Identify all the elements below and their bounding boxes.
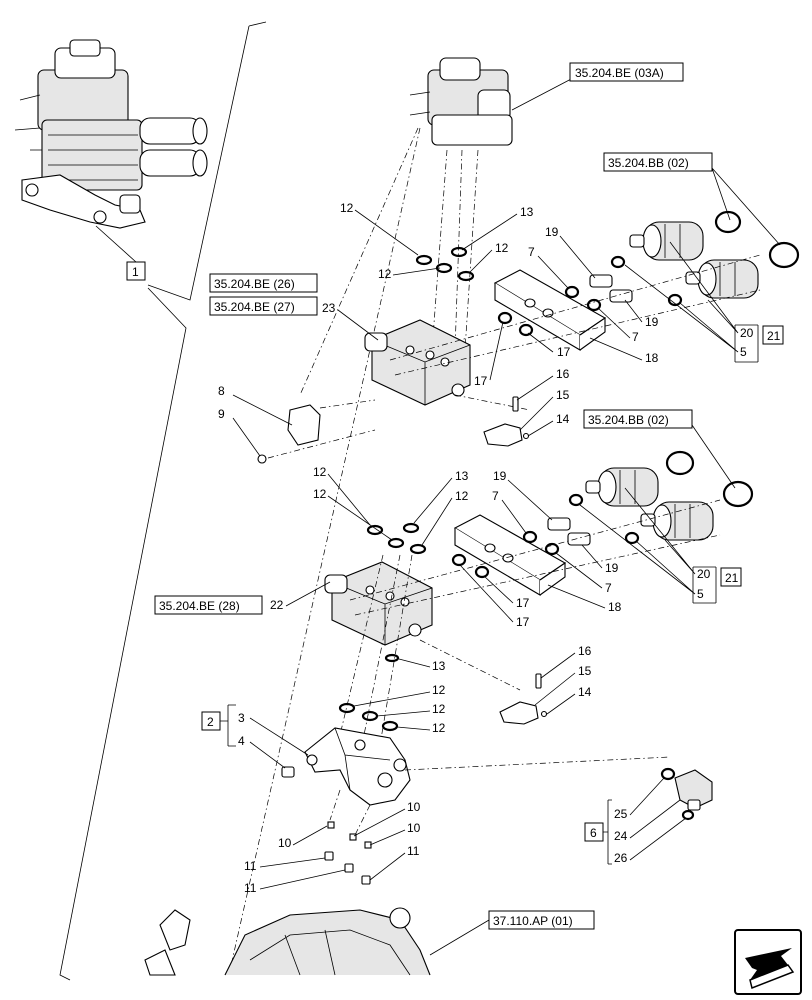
callout-12c: 12 [495, 241, 509, 255]
ref-be27[interactable] [209, 296, 318, 316]
ref-be28[interactable] [154, 595, 263, 615]
callout-19c: 19 [493, 469, 507, 483]
ref-bb02-lower[interactable] [583, 409, 693, 429]
overview-valve-assembly [14, 39, 208, 229]
callout-13a: 13 [520, 205, 534, 219]
solenoid-coil-lower-1 [585, 467, 659, 507]
callout-26: 26 [614, 851, 628, 865]
callout-25: 25 [614, 807, 628, 821]
callout-8: 8 [218, 384, 225, 398]
callout-13b: 13 [455, 469, 469, 483]
callout-12a: 12 [340, 201, 354, 215]
ref-03a-label[interactable]: 35.204.BE (03A) [575, 66, 664, 80]
callout-12b: 12 [378, 267, 392, 281]
solenoid-coil-upper-1 [629, 221, 704, 261]
callout-17c: 17 [516, 596, 530, 610]
ref-03a[interactable] [569, 62, 684, 82]
elbow-fitting [674, 769, 713, 811]
callout-11c: 11 [407, 844, 420, 858]
boxed-number-6-label: 6 [590, 826, 597, 840]
boxed-number-1-label: 1 [132, 265, 139, 279]
ref-ap01-label[interactable]: 37.110.AP (01) [493, 914, 573, 928]
callout-17b: 17 [474, 374, 488, 388]
ref-be26[interactable] [209, 273, 318, 293]
boxed-number-2-label: 2 [207, 715, 214, 729]
solenoid-coil-upper-2 [685, 259, 759, 299]
ref-bb02-upper-label[interactable]: 35.204.BB (02) [608, 156, 689, 170]
callout-18a: 18 [645, 351, 659, 365]
callout-17d: 17 [516, 615, 530, 629]
callout-12e: 12 [313, 487, 327, 501]
callout-20a: 20 [740, 326, 754, 340]
boxed-number-21-upper-label: 21 [767, 329, 781, 343]
callout-12d: 12 [313, 465, 327, 479]
callout-9: 9 [218, 407, 225, 421]
callout-7a: 7 [528, 245, 535, 259]
inlet-cover-plate [304, 727, 411, 806]
boxed-number-21-lower-label: 21 [725, 571, 739, 585]
callout-13c: 13 [432, 659, 446, 673]
callout-20b: 20 [697, 567, 711, 581]
callout-22: 22 [270, 598, 284, 612]
boxed-number-21-upper [762, 325, 784, 345]
callout-23: 23 [322, 301, 336, 315]
ref-be27-label[interactable]: 35.204.BE (27) [214, 300, 295, 314]
callout-5a: 5 [740, 345, 747, 359]
callout-15b: 15 [578, 664, 592, 678]
callout-12h: 12 [432, 702, 446, 716]
callout-17a: 17 [557, 345, 571, 359]
callout-12f: 12 [455, 489, 469, 503]
callout-15a: 15 [556, 388, 570, 402]
callout-12i: 12 [432, 721, 446, 735]
top-valve-housing [409, 57, 513, 146]
valve-section-22 [324, 561, 433, 646]
ref-bb02-lower-label[interactable]: 35.204.BB (02) [588, 413, 669, 427]
valve-section-23 [364, 319, 471, 406]
callout-10b: 10 [407, 800, 421, 814]
callout-18b: 18 [608, 600, 622, 614]
next-page-arrow-icon[interactable] [734, 929, 802, 995]
callout-14b: 14 [578, 685, 592, 699]
callout-7c: 7 [492, 489, 499, 503]
rear-axle-housing [144, 907, 431, 976]
ref-be26-label[interactable]: 35.204.BE (26) [214, 277, 295, 291]
ref-bb02-upper[interactable] [603, 152, 713, 172]
callout-7d: 7 [605, 581, 612, 595]
callout-10c: 10 [407, 821, 421, 835]
callout-19b: 19 [645, 315, 659, 329]
callout-11a: 11 [244, 859, 257, 873]
callout-19a: 19 [545, 225, 559, 239]
callout-7b: 7 [632, 330, 639, 344]
callout-19d: 19 [605, 561, 619, 575]
callout-4: 4 [238, 734, 245, 748]
ref-be28-label[interactable]: 35.204.BE (28) [159, 599, 240, 613]
callout-14a: 14 [556, 412, 570, 426]
boxed-number-1 [126, 261, 146, 281]
boxed-number-21-lower [720, 567, 742, 587]
callout-16a: 16 [556, 367, 570, 381]
callout-10a: 10 [278, 836, 292, 850]
solenoid-coil-lower-2 [640, 501, 714, 541]
callout-5b: 5 [697, 587, 704, 601]
callout-12g: 12 [432, 683, 446, 697]
callout-24: 24 [614, 829, 628, 843]
callout-11b: 11 [244, 881, 257, 895]
callout-16b: 16 [578, 644, 592, 658]
callout-3: 3 [238, 711, 245, 725]
